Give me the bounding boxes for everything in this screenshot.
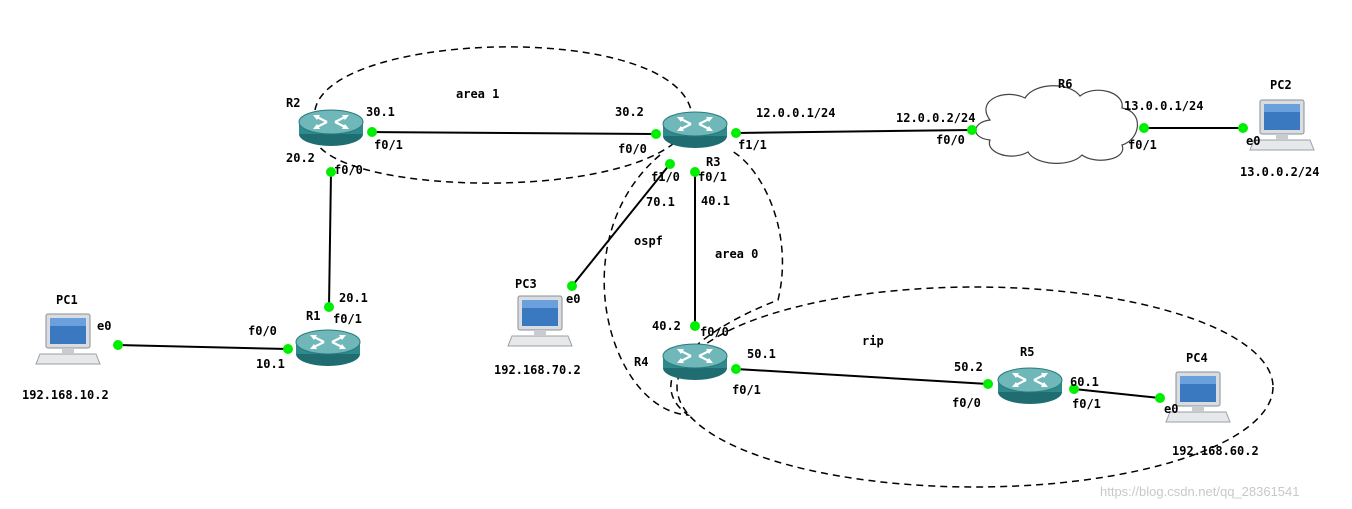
port-dot-pc1-e0 [113,340,123,350]
port-dot-r3-f01 [690,167,700,177]
r5-f00-label: f0/0 [952,396,981,410]
r5-f01-label: f0/1 [1072,397,1101,411]
port-dot-pc4-e0 [1155,393,1165,403]
ospf-label: ospf [634,234,663,248]
router-r3-icon[interactable] [661,110,729,150]
port-dot-r6-f01 [1139,123,1149,133]
port-dot-r4-f00 [690,321,700,331]
port-dot-r1-f00 [283,344,293,354]
r4-f01-label: f0/1 [732,383,761,397]
router-r4-icon[interactable] [661,342,729,382]
pc2-e0-label: e0 [1246,134,1260,148]
link-r4-r5 [735,368,989,385]
pc2-name: PC2 [1270,78,1292,92]
port-dot-r4-f01 [731,364,741,374]
area1-label: area 1 [456,87,499,101]
port-dot-r5-f01 [1069,384,1079,394]
pc4-e0-label: e0 [1164,402,1178,416]
r6-f01-label: f0/1 [1128,138,1157,152]
port-dot-r1-f01 [324,302,334,312]
pc2-ip: 13.0.0.2/24 [1240,165,1319,179]
pc4-name: PC4 [1186,351,1208,365]
link-r3-pc3 [571,163,671,287]
area0-label: area 0 [715,247,758,261]
r1-f01-label: f0/1 [333,312,362,326]
port-dots [113,123,1248,403]
r1-201-label: 20.1 [339,291,368,305]
r2-name: R2 [286,96,300,110]
r5-name: R5 [1020,345,1034,359]
r1-101-label: 10.1 [256,357,285,371]
pc1-ip: 192.168.10.2 [22,388,109,402]
pc3-e0-label: e0 [566,292,580,306]
r1-name: R1 [306,309,320,323]
r2-f01-label: f0/1 [374,138,403,152]
port-dot-r3-f10 [665,159,675,169]
link-r2-r3 [371,131,657,135]
port-dot-r5-f00 [983,379,993,389]
link-pc1-r1 [117,344,289,350]
r3-name: R3 [706,155,720,169]
pc3-ip: 192.168.70.2 [494,363,581,377]
port-dot-r3-f11 [731,128,741,138]
r6-cloud-icon[interactable] [975,85,1138,164]
r3-f11-label: f1/1 [738,138,767,152]
r6-f00-label: f0/0 [936,133,965,147]
pc1-computer-icon[interactable] [35,313,101,365]
rip-label: rip [862,334,884,348]
link-r1-r2 [328,171,332,308]
r3-701-label: 70.1 [646,195,675,209]
r2-301-label: 30.1 [366,105,395,119]
r3-f01-label: f0/1 [698,170,727,184]
r3-f00-label: f0/0 [618,142,647,156]
port-dot-pc3-e0 [567,281,577,291]
rip-boundary [676,286,1274,488]
port-dot-r2-f00 [326,167,336,177]
port-dot-r2-f01 [367,127,377,137]
pc4-ip: 192.168.60.2 [1172,444,1259,458]
ospf-area0-boundary [603,149,784,416]
port-dot-r6-f00 [967,125,977,135]
router-r5-icon[interactable] [996,366,1064,406]
r4-402-label: 40.2 [652,319,681,333]
router-r1-icon[interactable] [294,328,362,368]
r4-name: R4 [634,355,648,369]
r3-401-label: 40.1 [701,194,730,208]
r3-302-label: 30.2 [615,105,644,119]
r3-12001-label: 12.0.0.1/24 [756,106,835,120]
r2-202-label: 20.2 [286,151,315,165]
r4-501-label: 50.1 [747,347,776,361]
watermark-text: https://blog.csdn.net/qq_28361541 [1100,484,1300,499]
pc1-e0-label: e0 [97,319,111,333]
router-r2-icon[interactable] [297,108,365,148]
port-dot-pc2-e0 [1238,123,1248,133]
r2-f00-label: f0/0 [334,163,363,177]
port-dot-r3-f00 [651,129,661,139]
r1-f00-label: f0/0 [248,324,277,338]
pc3-name: PC3 [515,277,537,291]
r6-13001-label: 13.0.0.1/24 [1124,99,1203,113]
r5-502-label: 50.2 [954,360,983,374]
r6-12002-label: 12.0.0.2/24 [896,111,975,125]
r3-f10-label: f1/0 [651,170,680,184]
link-r3-r6 [735,129,973,134]
pc1-name: PC1 [56,293,78,307]
r6-name: R6 [1058,77,1072,91]
pc3-computer-icon[interactable] [507,295,573,347]
link-r5-pc4 [1073,388,1161,399]
r4-f00-label: f0/0 [700,325,729,339]
r5-601-label: 60.1 [1070,375,1099,389]
